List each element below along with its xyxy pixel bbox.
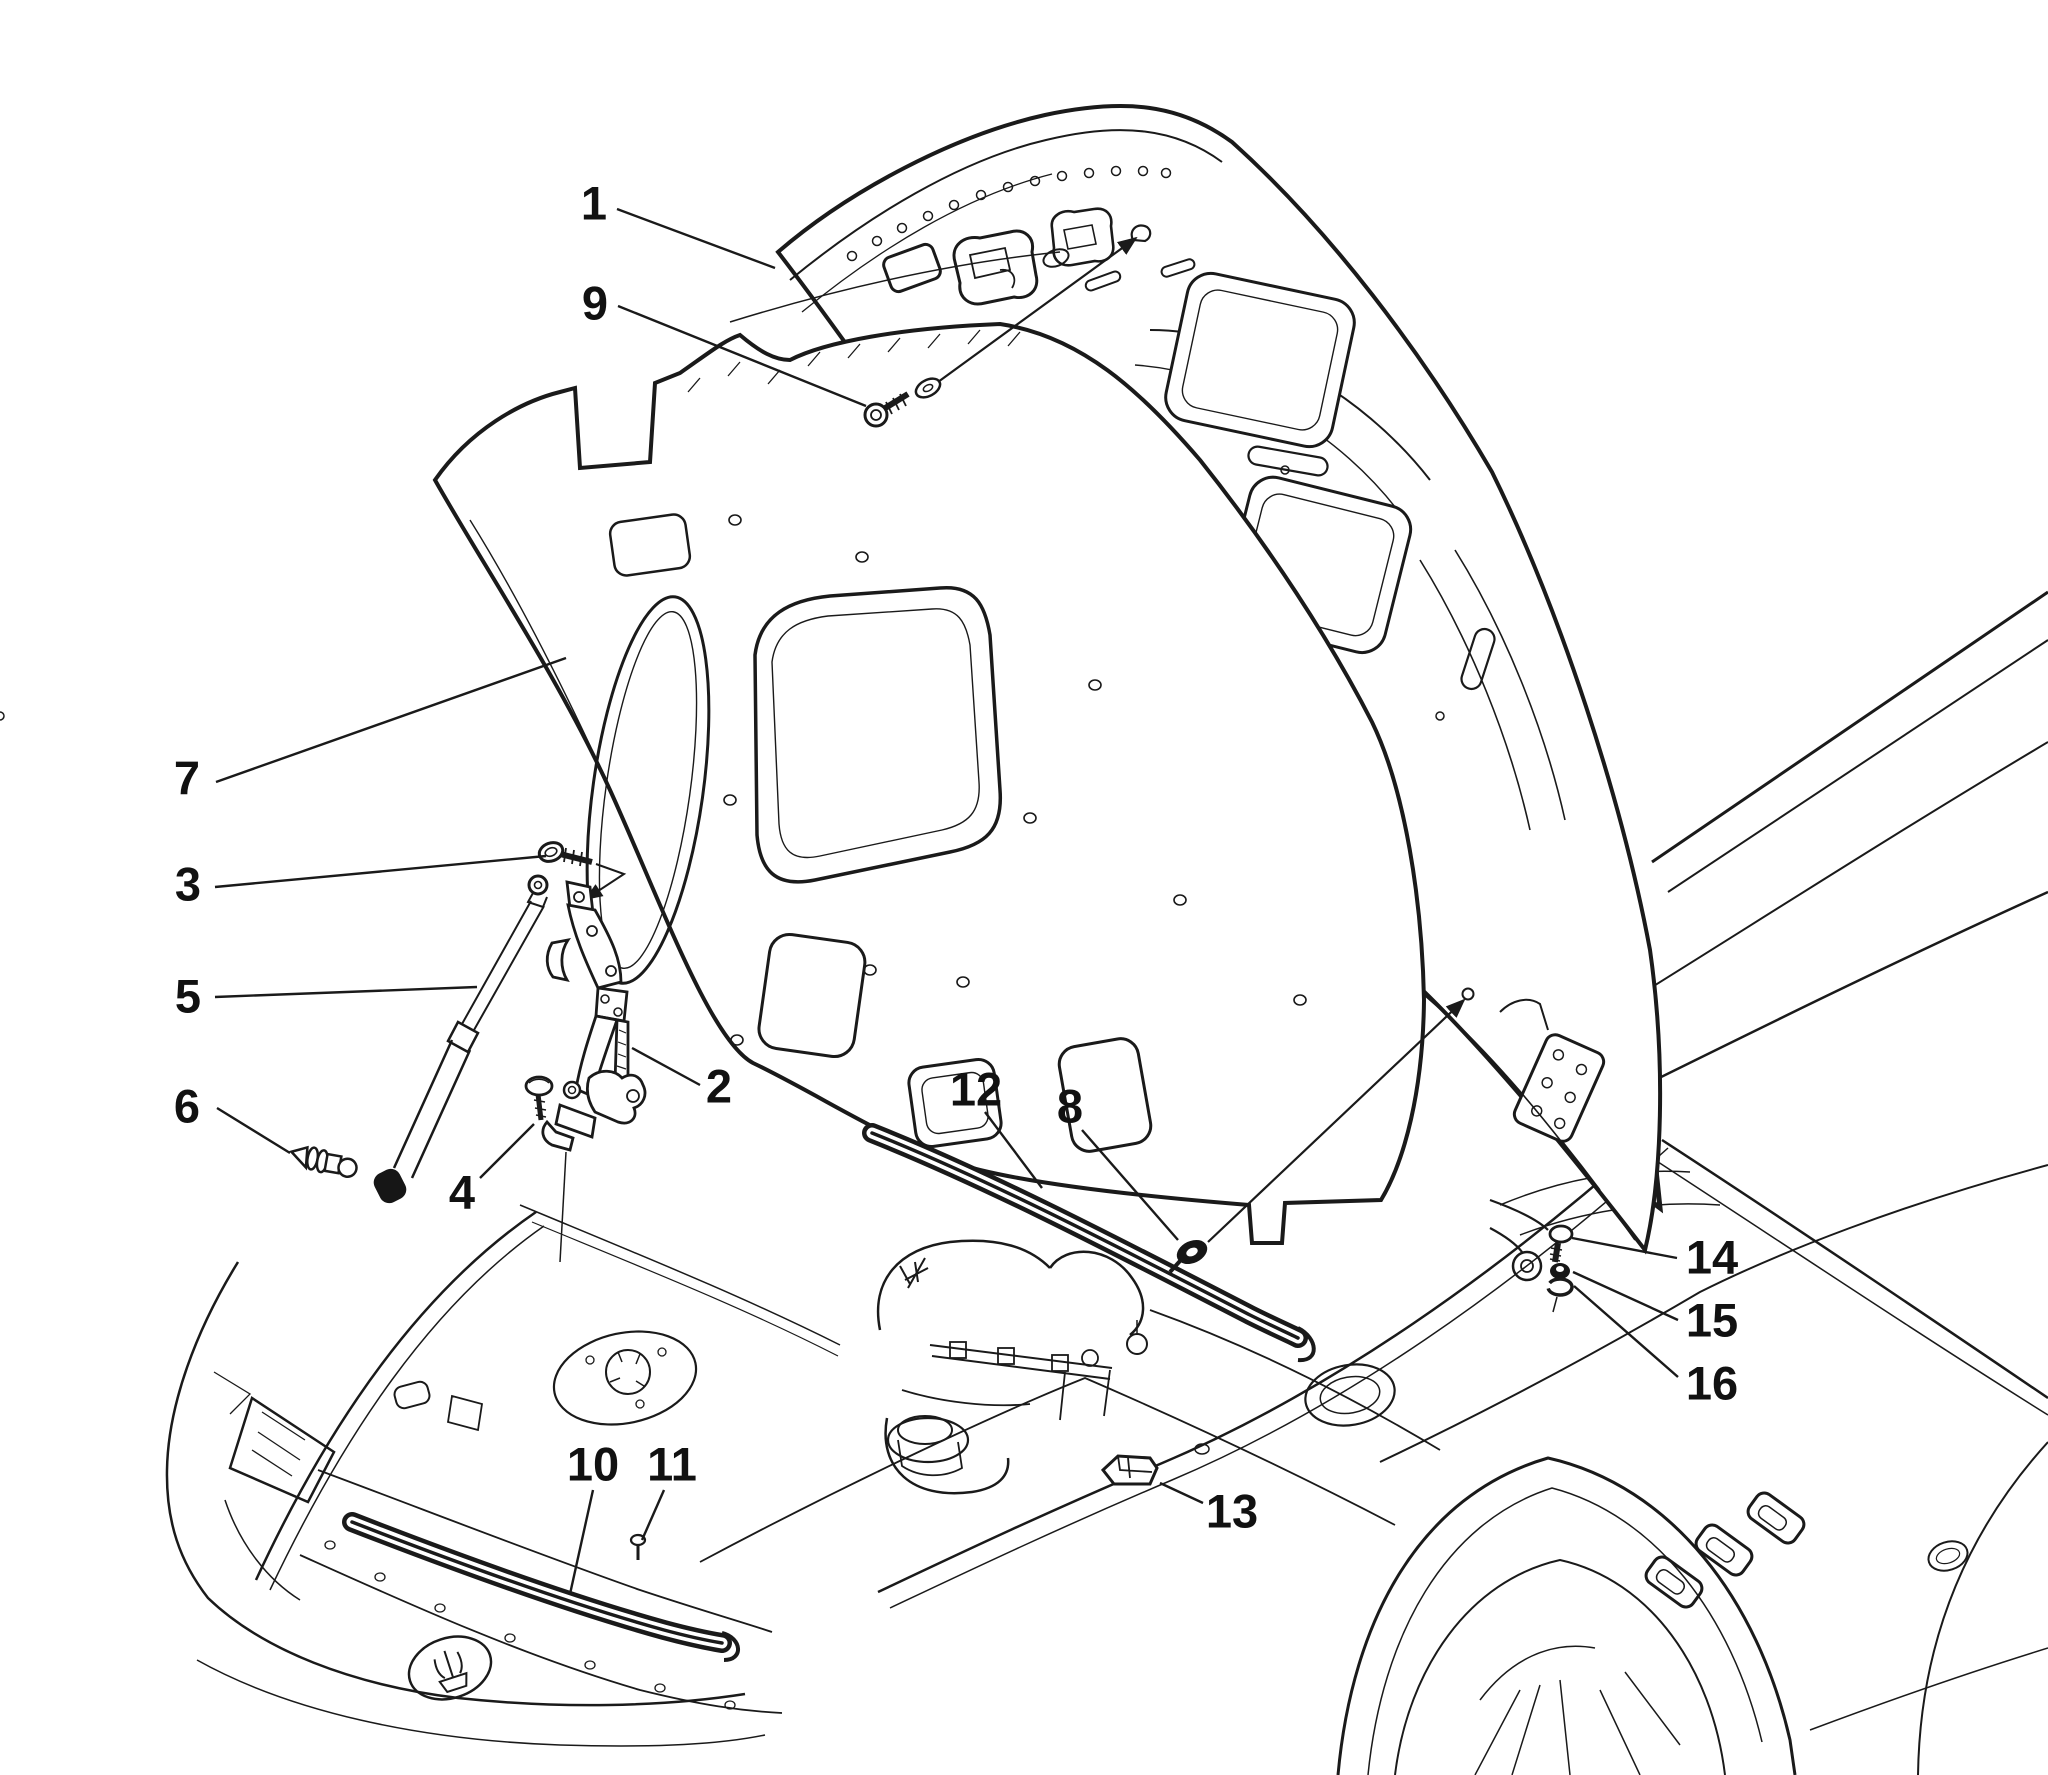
leader-3 <box>214 854 547 889</box>
front-fascia <box>165 1204 841 1747</box>
strut-tower <box>552 1330 698 1426</box>
callout-15-buffer-grommet[interactable]: 15 <box>1686 1293 1738 1346</box>
callout-5-gas-strut[interactable]: 5 <box>175 969 201 1022</box>
callout-12-rear-hood-seal[interactable]: 12 <box>950 1062 1002 1115</box>
strut-end-cap <box>373 1168 407 1204</box>
seal-grommet <box>1168 1239 1208 1274</box>
buffer-bolt <box>1548 1224 1574 1263</box>
buffer-washer <box>1546 1277 1574 1313</box>
leader-5 <box>214 985 478 999</box>
grommet-8-hole <box>1461 987 1475 1001</box>
callout-leader-lines <box>214 207 1679 1595</box>
front-seal-pin <box>629 1533 647 1560</box>
callout-11-front-seal-pin[interactable]: 11 <box>647 1437 697 1490</box>
retaining-clip <box>1100 1454 1159 1486</box>
car-body <box>165 590 2048 1775</box>
hood-hole-row <box>846 165 1172 262</box>
gas-strut <box>373 874 549 1204</box>
engine-bay <box>393 1131 1669 1609</box>
arrow-screw-9-mounting-hole <box>937 236 1138 383</box>
leader-10 <box>568 1489 595 1595</box>
hood-insulation-panel <box>432 321 1427 1245</box>
leader-11 <box>640 1489 666 1541</box>
callout-10-front-hood-seal[interactable]: 10 <box>567 1437 619 1490</box>
hood-latch-area <box>882 207 1196 306</box>
oil-filler-cap <box>884 1415 1010 1495</box>
leader-12 <box>984 1111 1043 1189</box>
callout-13-retaining-clip[interactable]: 13 <box>1206 1484 1258 1537</box>
engine-intake <box>876 1239 1441 1451</box>
callout-3-hinge-upper-bolt[interactable]: 3 <box>175 857 201 910</box>
leader-6 <box>216 1106 291 1155</box>
hood-hinge <box>541 880 647 1152</box>
callout-labels: 1 9 7 3 5 6 2 4 12 8 10 11 13 14 15 16 <box>174 176 1738 1537</box>
leader-13 <box>1159 1481 1204 1505</box>
callout-6-strut-ball-stud[interactable]: 6 <box>174 1079 200 1132</box>
leader-15 <box>1572 1270 1679 1322</box>
leader-4 <box>479 1123 535 1179</box>
leader-16 <box>1573 1285 1679 1378</box>
leader-7 <box>215 656 567 784</box>
callout-2-hood-hinge[interactable]: 2 <box>706 1059 732 1112</box>
leader-14 <box>1571 1236 1678 1260</box>
callout-8-seal-grommet[interactable]: 8 <box>1057 1079 1083 1132</box>
bumper-trident-badge <box>407 1635 493 1701</box>
rear-hood-seal <box>862 1123 1316 1363</box>
leader-8 <box>1081 1129 1179 1241</box>
front-hood-seal <box>342 1512 740 1662</box>
leader-1 <box>616 207 776 270</box>
callout-14-buffer-bolt[interactable]: 14 <box>1686 1230 1738 1283</box>
headlight <box>228 1396 336 1504</box>
callout-7-hood-insulation-panel[interactable]: 7 <box>174 751 200 804</box>
insulation-panel-screw <box>863 377 942 428</box>
hinge-lower-bolt <box>524 1075 554 1121</box>
front-wheel <box>1336 1456 1797 1775</box>
callout-4-hinge-lower-bolt[interactable]: 4 <box>449 1165 475 1218</box>
callout-1-hood-outer-panel[interactable]: 1 <box>581 176 607 229</box>
engine-trident <box>899 1257 929 1289</box>
callout-9-insulation-panel-screw[interactable]: 9 <box>582 276 608 329</box>
buffer-grommet <box>1550 1263 1570 1279</box>
parts <box>289 377 1574 1662</box>
callout-16-buffer-washer[interactable]: 16 <box>1686 1356 1738 1409</box>
side-badge <box>1927 1540 1969 1572</box>
hood-inner-structure <box>0 271 1636 1241</box>
strut-ball-stud <box>289 1145 358 1178</box>
hood-hinge-plate <box>1512 1033 1606 1143</box>
leader-2 <box>631 1046 701 1087</box>
body-hole <box>1304 1363 1396 1427</box>
arrow-grommet-8-mounting-hole <box>1207 998 1466 1243</box>
leader-9 <box>617 304 867 408</box>
fender-vents <box>1644 1491 1969 1609</box>
screw-9-hole <box>1130 224 1152 243</box>
body-side <box>1379 1138 2048 1775</box>
